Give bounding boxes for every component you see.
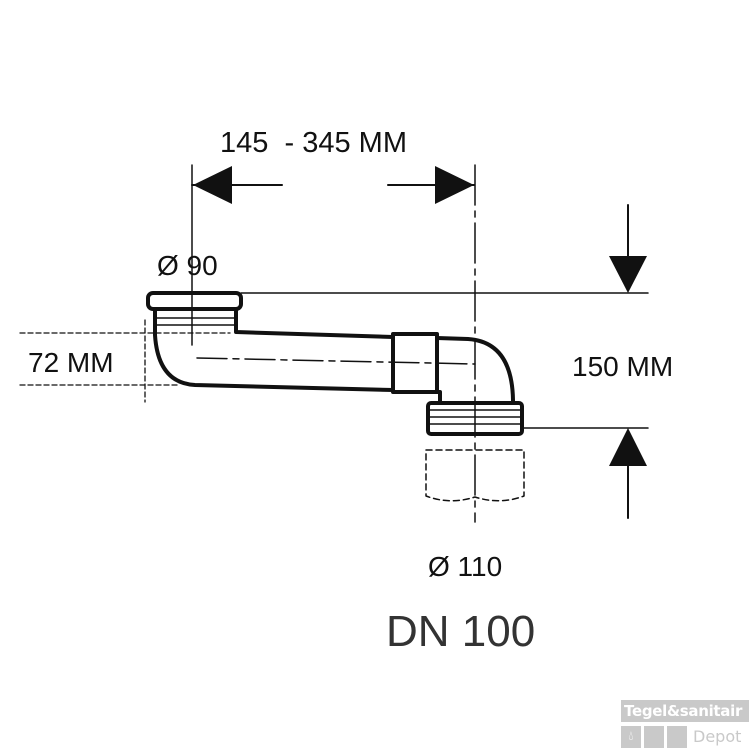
offset-height-label: 72 MM — [28, 347, 114, 378]
logo-brand: Tegel&sanitair — [621, 700, 749, 722]
inlet-flange — [146, 291, 243, 311]
water-drop-icon: 💧︎ — [621, 726, 641, 748]
dn100-pipe-outline — [425, 449, 525, 502]
logo-sub: Depot — [693, 727, 742, 746]
arrow-down-icon — [609, 256, 647, 293]
outlet-diameter-label: Ø 110 — [428, 551, 502, 582]
nominal-size-label: DN 100 — [386, 607, 535, 656]
arrow-left-icon — [193, 166, 232, 204]
brand-logo: Tegel&sanitair 💧︎ Depot — [621, 700, 749, 750]
outlet-elbow — [435, 336, 515, 405]
length-range-label: 145 - 345 MM — [220, 127, 407, 159]
pipe-centerline — [196, 357, 476, 365]
inlet-elbow — [153, 307, 395, 392]
thread — [426, 401, 524, 436]
total-height-label: 150 MM — [572, 351, 673, 382]
sleeve — [391, 332, 439, 394]
arrow-right-icon — [435, 166, 474, 204]
arrow-up-icon — [609, 428, 647, 466]
inlet-diameter-label: Ø 90 — [157, 250, 218, 281]
